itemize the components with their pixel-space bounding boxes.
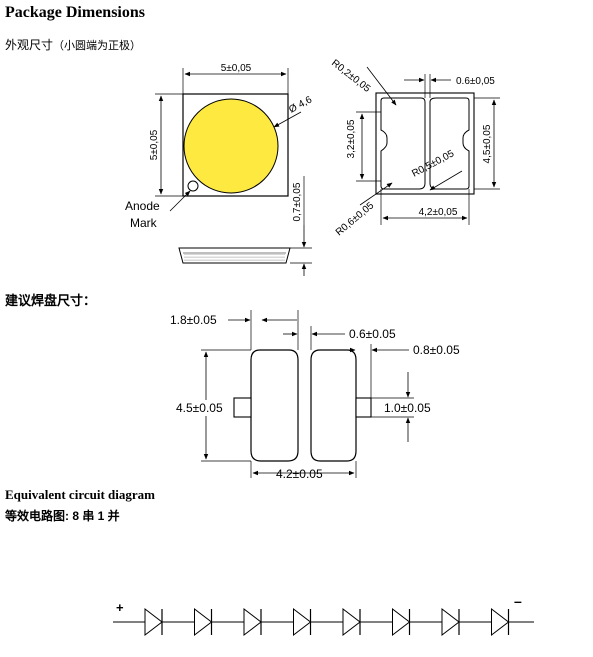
- anode-pad-outline: [429, 97, 470, 190]
- diode-7: [441, 607, 460, 637]
- bottom-gap-label: 0.6±0,05: [456, 76, 495, 87]
- right-pad: [310, 349, 357, 462]
- right-tab: [355, 397, 372, 418]
- r02-label: R0,2±0,05: [329, 58, 372, 95]
- tab-width-label: 0.8±0.05: [413, 343, 460, 357]
- cathode-pad-outline: [380, 97, 426, 190]
- diameter-leader: [273, 111, 302, 128]
- diode-4: [293, 607, 312, 637]
- thickness-label: 0,7±0,05: [292, 182, 303, 221]
- diode-6: [392, 607, 411, 637]
- diode-1: [144, 607, 163, 637]
- appearance-size-label: 外观尺寸: [5, 38, 54, 52]
- minus-terminal: –: [514, 593, 522, 609]
- diode-5: [342, 607, 361, 637]
- top-width-label: 5±0,05: [221, 63, 252, 74]
- diode-8: [491, 607, 510, 637]
- bottom-view: R0,2±0,05 0.6±0,05 3,2±0,05 4,5±0,05 R0,…: [329, 58, 500, 238]
- tab-height-label: 1.0±0.05: [384, 401, 431, 415]
- outer-height-label: 4,5±0,05: [482, 124, 493, 163]
- inner-height-label: 3,2±0,05: [346, 119, 357, 158]
- pad-total-width-label: 4.2±0.05: [276, 467, 323, 481]
- solder-pad-title: 建议焊盘尺寸：: [5, 293, 97, 308]
- left-tab: [233, 397, 252, 418]
- circuit-subtitle: 等效电路图: 8 串 1 并: [5, 509, 120, 523]
- r06-label: R0,6±0,05: [334, 200, 377, 238]
- package-dimensions-title: Package Dimensions: [5, 4, 145, 21]
- pad-width-label: 1.8±0.05: [170, 313, 217, 327]
- top-view: 5±0,05 5±0,05 Ø 4,6 Anode Mark: [125, 63, 314, 230]
- left-pad: [250, 349, 299, 462]
- appearance-size-subtitle: 外观尺寸（小圆端为正极）: [5, 36, 141, 53]
- phosphor-lens: [183, 98, 279, 194]
- anode-label: Anode: [125, 199, 160, 213]
- plus-terminal: +: [116, 600, 124, 615]
- diode-3: [243, 607, 262, 637]
- anode-mark-dot: [187, 180, 199, 192]
- circuit-title: Equivalent circuit diagram: [5, 487, 155, 502]
- diode-2: [194, 607, 213, 637]
- equivalent-circuit: + –: [113, 593, 534, 637]
- solder-pad-view: 1.8±0.05 0.6±0.05 0.8±0.05 4.5±0.05 1.0±…: [170, 310, 460, 481]
- mark-label: Mark: [130, 216, 158, 230]
- polarity-note: （小圆端为正极）: [53, 40, 142, 52]
- pad-height-label: 4.5±0.05: [176, 401, 223, 415]
- anode-leader: [169, 190, 191, 212]
- bottom-width-label: 4,2±0,05: [419, 207, 458, 218]
- top-height-label: 5±0,05: [149, 129, 160, 160]
- side-view: 0,7±0,05: [178, 176, 312, 276]
- pad-gap-label: 0.6±0.05: [349, 327, 396, 341]
